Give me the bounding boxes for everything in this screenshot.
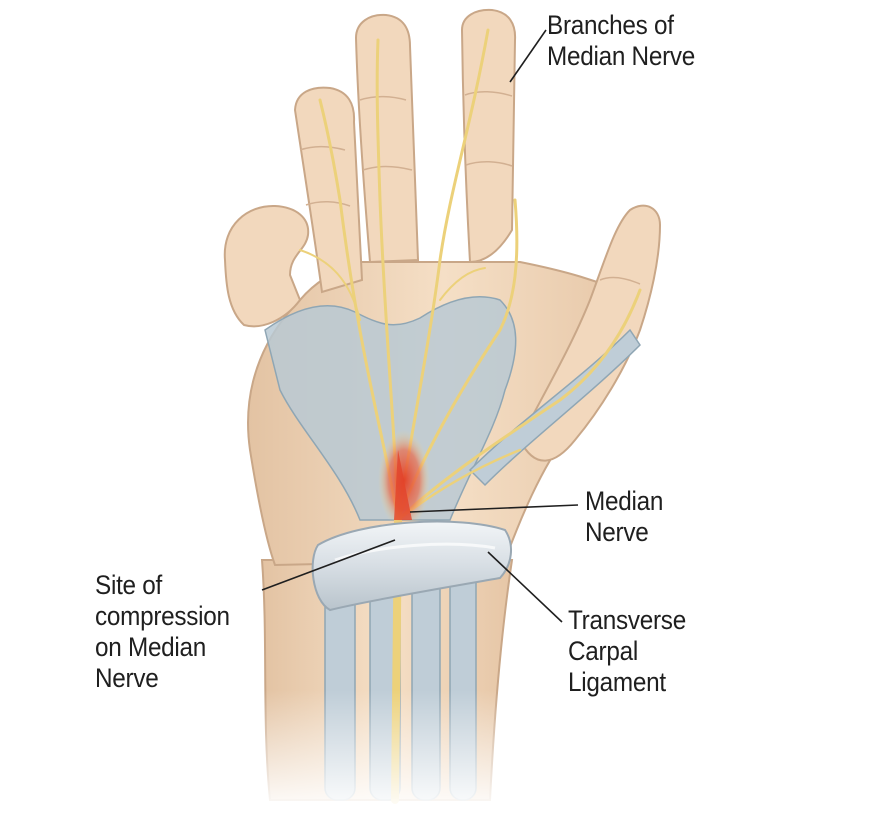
transverse-carpal-ligament xyxy=(311,520,512,612)
label-line: Carpal xyxy=(568,636,638,666)
compression-highlight xyxy=(378,430,430,530)
label-transverse-carpal-ligament: Transverse Carpal Ligament xyxy=(568,605,686,698)
little-finger xyxy=(223,204,310,328)
middle-finger xyxy=(354,13,420,264)
label-line: on Median xyxy=(95,632,207,662)
leader-carpal xyxy=(487,551,563,623)
label-line: Nerve xyxy=(95,663,159,693)
label-line: compression xyxy=(95,601,230,631)
tendon-sheath xyxy=(264,296,517,521)
label-line: Nerve xyxy=(585,517,649,547)
leader-lines xyxy=(261,29,579,623)
label-line: Median xyxy=(585,486,664,516)
leader-median xyxy=(409,504,579,513)
ring-finger xyxy=(293,86,364,294)
label-line: Site of xyxy=(95,570,163,600)
label-line: Transverse xyxy=(568,605,686,635)
label-median-nerve: Median Nerve xyxy=(585,486,663,548)
label-line: Ligament xyxy=(568,667,666,697)
label-line: Median Nerve xyxy=(547,41,696,71)
leader-branches xyxy=(509,29,547,83)
finger-creases xyxy=(299,91,641,285)
label-line: Branches of xyxy=(547,10,674,40)
bottom-fade xyxy=(240,690,540,814)
label-branches-of-median-nerve: Branches of Median Nerve xyxy=(547,10,695,72)
index-finger xyxy=(460,8,517,264)
label-site-of-compression: Site of compression on Median Nerve xyxy=(95,570,230,694)
leader-site xyxy=(261,539,396,591)
flexor-tendons xyxy=(324,328,641,801)
